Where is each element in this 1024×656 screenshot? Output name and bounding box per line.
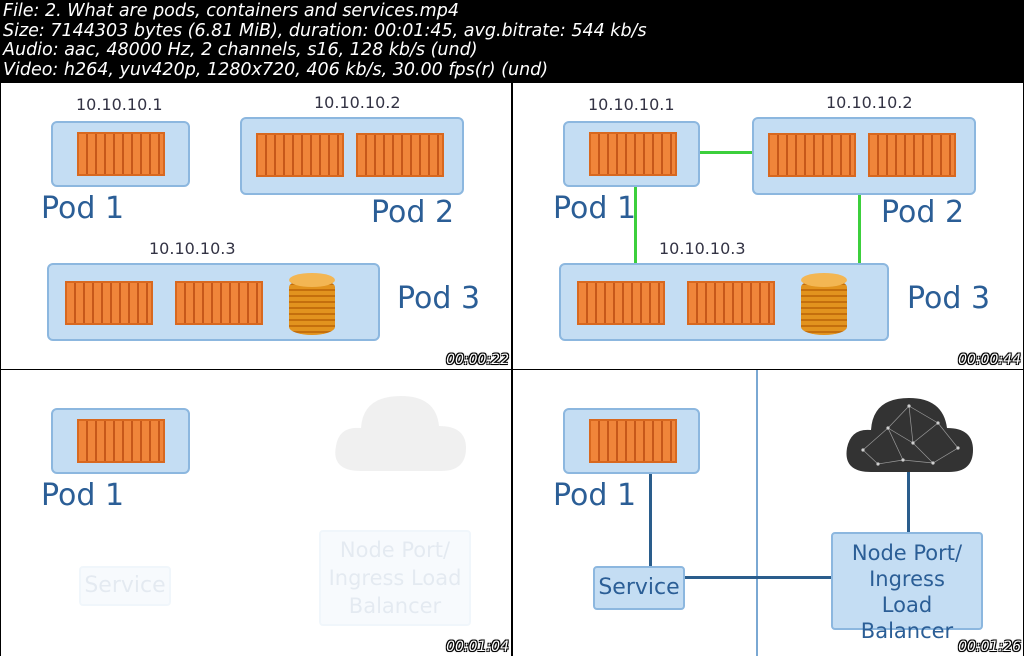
- video-info-header: File: 2. What are pods, containers and s…: [0, 0, 1024, 82]
- load-balancer-box: Node Port/ Ingress Load Balancer: [831, 532, 983, 643]
- container-icon: [589, 132, 677, 176]
- lb-line-1: Node Port/: [851, 541, 963, 565]
- container-icon: [868, 133, 956, 177]
- pod1-label: Pod 1: [41, 191, 125, 226]
- lb-line-3: Load Balancer: [860, 593, 954, 643]
- pod1-box: [51, 408, 190, 474]
- network-link: [649, 474, 652, 566]
- load-balancer-box: Node Port/ Ingress Load Balancer: [319, 530, 471, 626]
- size-line: Size: 7144303 bytes (6.81 MiB), duration…: [3, 20, 647, 41]
- pod2-ip: 10.10.10.2: [826, 93, 913, 112]
- container-icon: [768, 133, 856, 177]
- timestamp: 00:01:04: [446, 639, 509, 655]
- pod2-ip: 10.10.10.2: [314, 93, 401, 112]
- container-icon: [77, 419, 165, 463]
- divider-line: [756, 370, 758, 656]
- network-link: [634, 187, 637, 263]
- container-icon: [77, 132, 165, 176]
- service-box: Service: [593, 566, 685, 610]
- thumbnail-frame-2[interactable]: 10.10.10.1 Pod 1 10.10.10.2 Pod 2 10.10.…: [513, 83, 1023, 369]
- thumbnail-frame-1[interactable]: 10.10.10.1 Pod 1 10.10.10.2 Pod 2 10.10.…: [1, 83, 511, 369]
- pod1-label: Pod 1: [41, 478, 125, 513]
- database-icon: [801, 273, 847, 335]
- lb-line-2: Ingress: [869, 567, 945, 591]
- container-icon: [65, 281, 153, 325]
- network-link: [858, 195, 861, 263]
- pod1-label: Pod 1: [553, 191, 637, 226]
- thumbnail-frame-3[interactable]: Pod 1 Service Node Port/ Ingress Load Ba…: [1, 370, 511, 656]
- pod1-box: [51, 121, 190, 187]
- pod2-label: Pod 2: [371, 195, 455, 230]
- pod2-box: [240, 117, 464, 195]
- timestamp: 00:01:26: [958, 639, 1021, 655]
- timestamp: 00:00:44: [958, 352, 1021, 368]
- pod1-box: [563, 121, 700, 187]
- cloud-icon: [335, 396, 466, 471]
- container-icon: [577, 281, 665, 325]
- container-icon: [175, 281, 263, 325]
- cloud-icon: [846, 398, 973, 472]
- pod2-box: [752, 117, 976, 195]
- container-icon: [256, 133, 344, 177]
- pod2-label: Pod 2: [881, 195, 965, 230]
- service-box: Service: [79, 566, 171, 606]
- timestamp: 00:00:22: [446, 352, 509, 368]
- container-icon: [687, 281, 775, 325]
- pod1-label: Pod 1: [553, 478, 637, 513]
- container-icon: [589, 419, 677, 463]
- video-line: Video: h264, yuv420p, 1280x720, 406 kb/s…: [3, 59, 549, 80]
- pod3-box: [559, 263, 889, 341]
- pod3-ip: 10.10.10.3: [149, 239, 236, 258]
- container-icon: [356, 133, 444, 177]
- pod1-ip: 10.10.10.1: [76, 95, 163, 114]
- thumbnail-frame-4[interactable]: Pod 1 Service Node Port/ Ingress Load Ba…: [513, 370, 1023, 656]
- file-line: File: 2. What are pods, containers and s…: [3, 1, 459, 21]
- network-link: [907, 470, 910, 532]
- pod3-box: [47, 263, 380, 341]
- audio-line: Audio: aac, 48000 Hz, 2 channels, s16, 1…: [3, 40, 478, 60]
- pod1-ip: 10.10.10.1: [588, 95, 675, 114]
- network-link: [685, 576, 831, 579]
- network-link: [699, 151, 753, 154]
- pod3-label: Pod 3: [907, 281, 991, 316]
- pod3-ip: 10.10.10.3: [659, 239, 746, 258]
- database-icon: [289, 273, 335, 335]
- pod3-label: Pod 3: [397, 281, 481, 316]
- pod1-box: [563, 408, 700, 474]
